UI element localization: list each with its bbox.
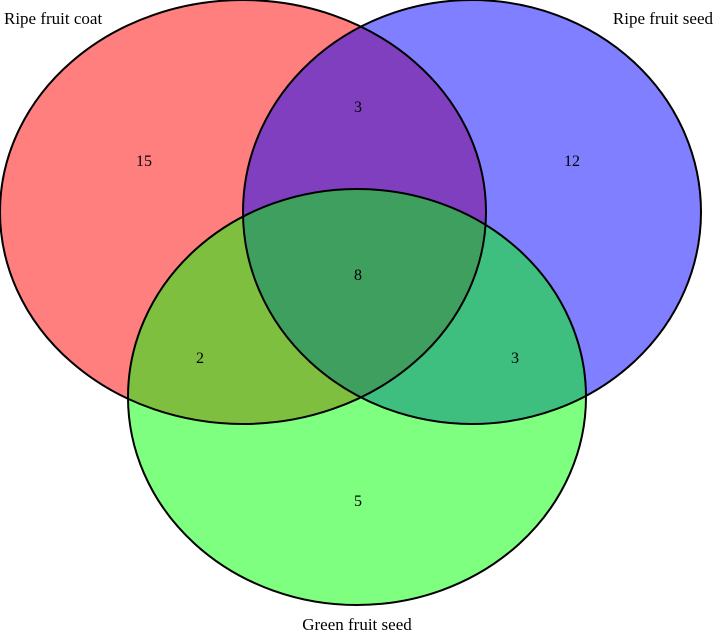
count-ripe-coat-and-ripe-seed: 3 <box>354 99 362 116</box>
green-fruit-seed-set <box>128 189 586 605</box>
count-green-seed-only: 5 <box>354 493 362 510</box>
ripe-fruit-coat-outline <box>0 0 487 425</box>
set-label-green-fruit-seed: Green fruit seed <box>302 615 412 633</box>
count-ripe-coat-and-green-seed: 2 <box>196 350 204 367</box>
set-label-ripe-fruit-coat: Ripe fruit coat <box>4 9 102 28</box>
count-all-three: 8 <box>354 267 362 284</box>
green-fruit-seed-outline <box>127 188 587 606</box>
count-ripe-seed-only: 12 <box>564 153 580 170</box>
set-label-ripe-fruit-seed: Ripe fruit seed <box>613 9 714 28</box>
count-ripe-seed-and-green-seed: 3 <box>511 350 519 367</box>
count-ripe-coat-only: 15 <box>136 153 152 170</box>
ripe-fruit-seed-outline <box>242 0 702 425</box>
